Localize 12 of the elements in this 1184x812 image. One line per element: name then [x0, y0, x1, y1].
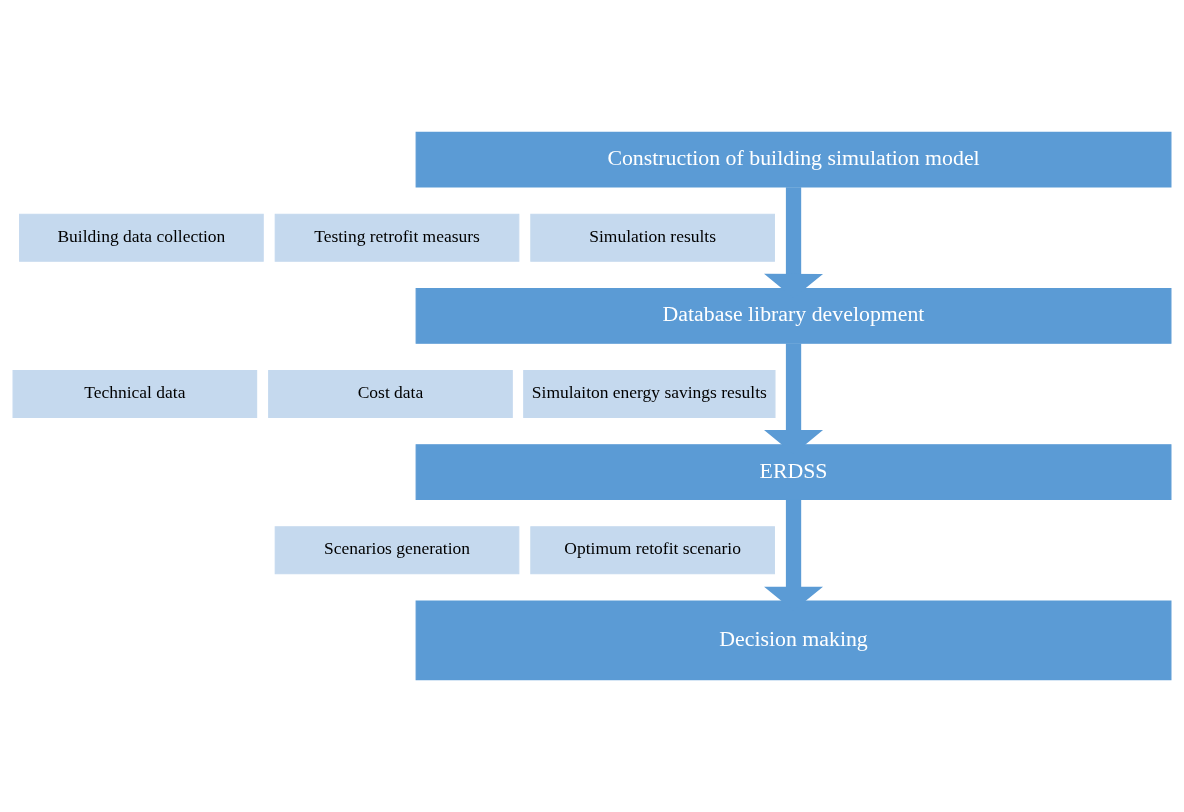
node-box: Cost data [268, 369, 513, 418]
node-box: Simulation results [530, 213, 775, 262]
node-box: ERDSS [415, 444, 1172, 500]
node-box: Construction of building simulation model [415, 131, 1172, 188]
node-box: Building data collection [19, 213, 264, 262]
node-box: Decision making [415, 600, 1172, 681]
node-box: Optimum retofit scenario [530, 526, 775, 575]
node-box: Scenarios generation [274, 526, 520, 575]
node-box: Testing retrofit measurs [274, 213, 520, 262]
node-box: Simulaiton energy savings results [523, 369, 776, 418]
node-box: Technical data [12, 369, 258, 418]
node-box: Database library development [415, 288, 1172, 344]
